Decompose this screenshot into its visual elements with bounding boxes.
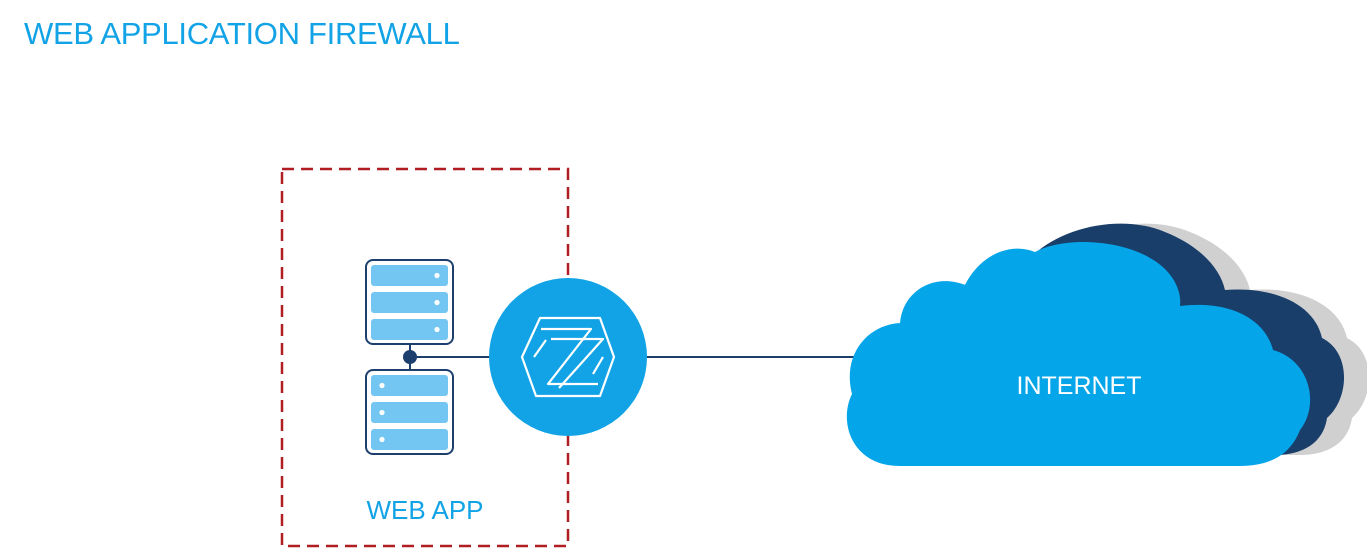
cloud-icon bbox=[846, 223, 1367, 466]
page-title: WEB APPLICATION FIREWALL bbox=[24, 16, 460, 51]
server-icon bbox=[365, 369, 454, 455]
cloud-label: INTERNET bbox=[1017, 372, 1142, 400]
server-icon bbox=[365, 259, 454, 345]
zone-label: WEB APP bbox=[366, 495, 483, 525]
firewall-node bbox=[489, 278, 647, 436]
junction-node bbox=[403, 350, 417, 364]
firewall-shield-logo-icon bbox=[520, 316, 616, 398]
web-app-zone bbox=[280, 167, 570, 548]
